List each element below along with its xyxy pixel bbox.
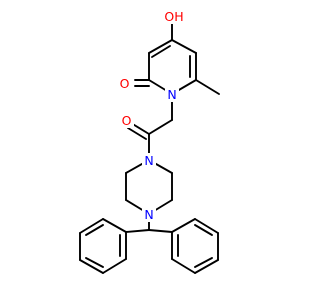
bond-carbonyl-o-b xyxy=(127,127,147,140)
hydroxyl-label: OH xyxy=(164,9,183,24)
ring-nitrogen-label: N xyxy=(167,87,176,102)
bond-phl-in-1 xyxy=(85,224,104,236)
piperazine-n-top-label: N xyxy=(144,153,153,168)
bond-ch2-carbonyl xyxy=(148,119,173,135)
bond-c4-c5 xyxy=(148,39,173,54)
pyridone-oxygen-label-bg xyxy=(117,76,132,91)
molecule-diagram: OH O N O N N xyxy=(79,9,220,274)
amide-oxygen-label: O xyxy=(122,113,132,128)
bond-phl-5 xyxy=(102,258,127,274)
piperazine-n-top-label-bg xyxy=(142,153,156,168)
piperazine-n-bottom-label: N xyxy=(144,207,153,222)
bond-phl-4 xyxy=(79,259,104,274)
bond-phr-in-2 xyxy=(194,257,213,268)
piperazine-ring xyxy=(125,159,173,215)
pyridone-oxygen-label: O xyxy=(120,76,130,91)
ring-nitrogen-label-bg xyxy=(165,87,179,102)
hydroxyl-label-bg xyxy=(163,9,185,24)
bond-phl-2 xyxy=(79,218,104,234)
bond-phl-1 xyxy=(102,218,127,233)
bond-phl-in-2 xyxy=(85,257,104,268)
phenyl-ring-right xyxy=(171,218,219,274)
bond-ch-ph-left xyxy=(125,229,150,233)
bond-c2-methyl xyxy=(195,79,220,95)
bond-phr-4 xyxy=(194,259,219,274)
piperazine-n-bottom-label-bg xyxy=(142,207,156,222)
bond-c4-c5-inner xyxy=(151,45,171,58)
pyridone-ring xyxy=(148,39,197,95)
structure-canvas: OH O N O N N xyxy=(79,9,220,274)
bond-ch-ph-right xyxy=(148,229,173,233)
bond-phr-in-1 xyxy=(194,224,213,236)
bond-phr-1 xyxy=(171,218,196,233)
bond-phr-5 xyxy=(171,258,196,274)
bond-c3-c4 xyxy=(171,39,197,54)
amide-oxygen-label-bg xyxy=(119,113,134,128)
phenyl-ring-left xyxy=(79,218,127,274)
bond-phr-2 xyxy=(194,218,219,234)
